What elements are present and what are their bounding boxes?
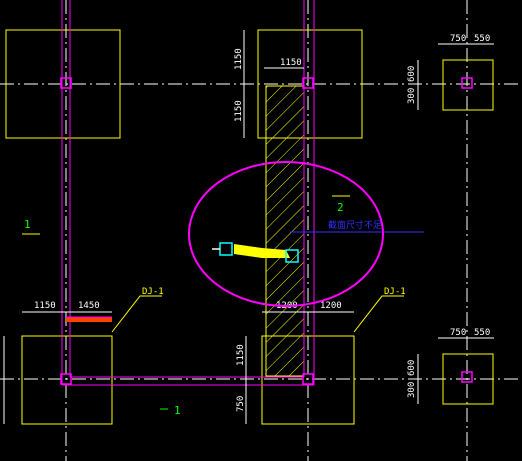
dimension-lines xyxy=(3,30,494,424)
dim-750-bottom-right: 750 xyxy=(450,328,466,338)
label-blue-note: 截面尺寸不足 xyxy=(328,219,382,231)
tie-beams[interactable] xyxy=(61,0,315,386)
dim-750-bottom-vertical: 750 xyxy=(236,396,246,412)
selection-grip[interactable] xyxy=(66,316,112,322)
highlight-ellipse xyxy=(188,161,384,307)
columns[interactable] xyxy=(60,77,473,385)
column-bottom-left xyxy=(60,373,72,385)
footing-top-left xyxy=(5,29,121,139)
dim-1450-bottom-left: 1450 xyxy=(78,301,100,311)
column-bottom-right xyxy=(461,371,473,383)
label-dj1-right[interactable]: DJ-1 xyxy=(384,287,406,297)
footing-bottom-right xyxy=(442,353,494,405)
dim-1150-top-vertical: 1150 xyxy=(234,48,244,70)
dim-1150-bottom-left: 1150 xyxy=(34,301,56,311)
footing-top-right xyxy=(442,59,494,111)
dim-1200-bottom-middle-2: 1200 xyxy=(320,301,342,311)
dim-1150-top: 1150 xyxy=(280,58,302,68)
label-num-2: 2 xyxy=(337,201,344,214)
dim-1150-bottom-vertical: 1150 xyxy=(236,344,246,366)
column-top-left xyxy=(60,77,72,89)
dim-550-bottom-right: 550 xyxy=(474,328,490,338)
cad-cursor-icon xyxy=(212,242,299,263)
label-num-1: 1 xyxy=(24,218,31,231)
column-bottom-middle xyxy=(302,373,314,385)
dim-550-top-right: 550 xyxy=(474,34,490,44)
hatched-strip-footing[interactable] xyxy=(265,85,305,377)
label-dj1-left[interactable]: DJ-1 xyxy=(142,287,164,297)
footing-bottom-left xyxy=(21,335,113,425)
column-top-middle xyxy=(302,77,314,89)
footing-bottom-middle xyxy=(261,335,355,425)
leaders xyxy=(111,295,404,333)
label-num-1-bottom: 1 xyxy=(174,404,181,417)
footing-top-middle xyxy=(257,29,363,139)
footings[interactable] xyxy=(5,29,494,425)
dim-600-right-vertical: 600 xyxy=(407,66,417,82)
dim-1150-mid-vertical: 1150 xyxy=(234,100,244,122)
dim-300-bottom-right-vertical: 300 xyxy=(407,382,417,398)
dim-300-right-vertical: 300 xyxy=(407,88,417,104)
dim-750-top-right: 750 xyxy=(450,34,466,44)
dim-600-bottom-right-vertical: 600 xyxy=(407,360,417,376)
column-top-right xyxy=(461,77,473,89)
